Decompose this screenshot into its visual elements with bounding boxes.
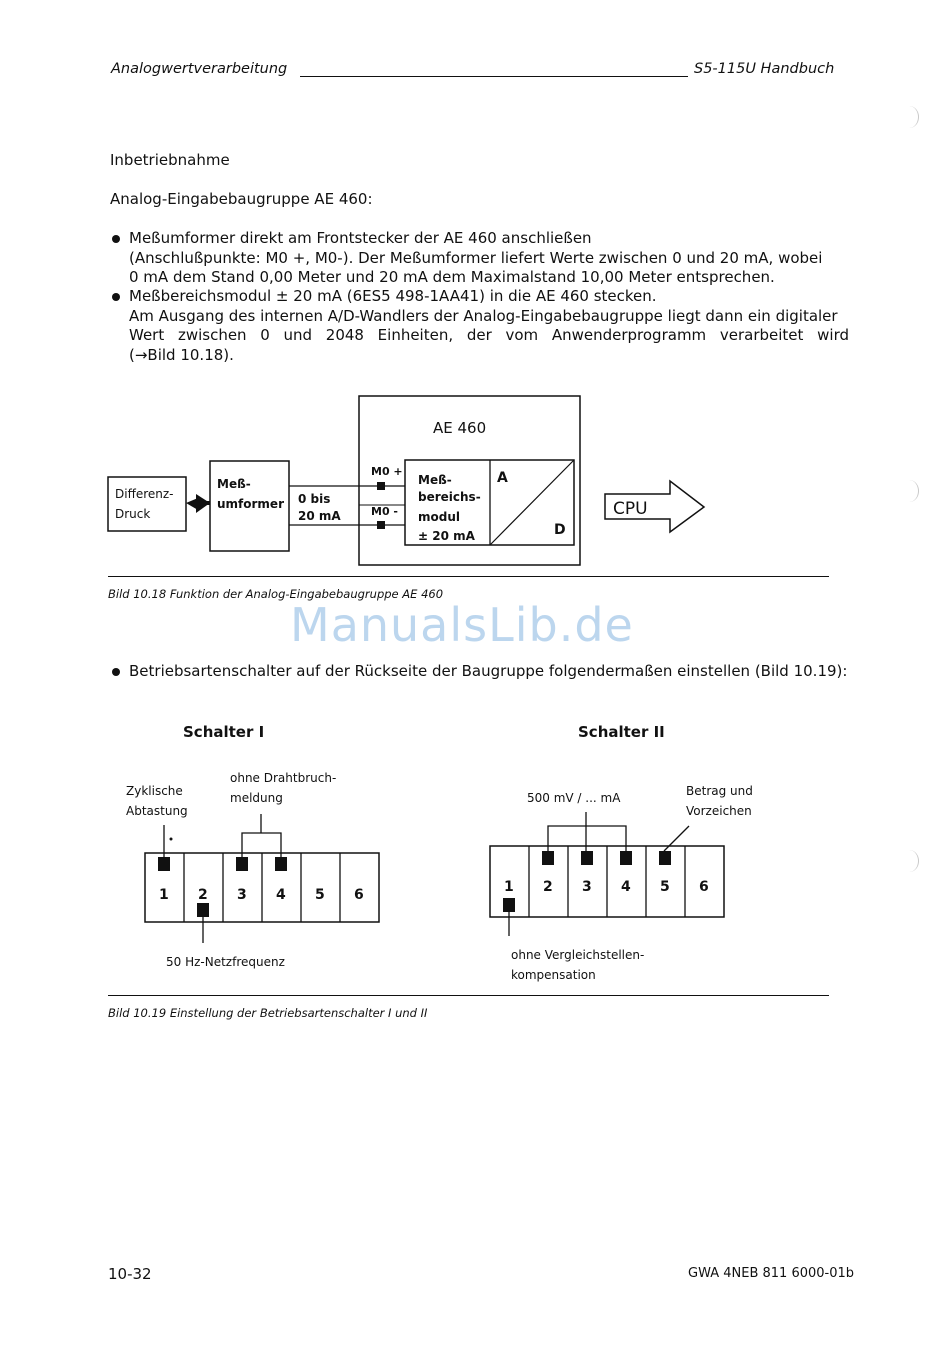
bullet-dot	[112, 293, 120, 301]
switch2-sign-label: Betrag und	[686, 784, 753, 798]
switch2-pos-2: 2	[543, 879, 553, 895]
figure-10-19: Schalter I Zyklische Abtastung ohne Drah…	[126, 723, 753, 982]
text-line: (Anschlußpunkte: M0 +, M0-). Der Meßumfo…	[129, 248, 823, 267]
switch1-wire-label: ohne Drahtbruch-	[230, 771, 336, 785]
figure-rule	[108, 576, 829, 577]
switch1-pos-2: 2	[198, 887, 208, 903]
switch2-knob-3	[581, 851, 593, 865]
ae460-box	[358, 395, 581, 566]
bullet-dot	[112, 668, 120, 676]
switch1-pos-6: 6	[354, 887, 364, 903]
module-label: modul	[418, 510, 460, 524]
leader-bracket	[241, 832, 282, 857]
switch2-title: Schalter II	[578, 723, 665, 741]
page-number: 10-32	[108, 1265, 152, 1283]
switch1-pos-4: 4	[276, 887, 286, 903]
bullet-2-text: Meßbereichsmodul ± 20 mA (6ES5 498-1AA41…	[129, 287, 849, 365]
switch2-comp-label: ohne Vergleichstellen-	[511, 948, 644, 962]
arrow-head-icon	[196, 494, 210, 513]
ae460-label: AE 460	[433, 419, 486, 437]
header-rule	[300, 76, 688, 77]
range-label: 0 bis	[298, 492, 330, 506]
bullet-1-text: Meßumformer direkt am Frontstecker der A…	[129, 229, 849, 288]
switch1-knob-4	[275, 857, 287, 871]
switch2-knob-4	[620, 851, 632, 865]
figure-caption: Bild 10.18 Funktion der Analog-Eingabeba…	[108, 587, 444, 601]
switch2-pos-3: 3	[582, 879, 592, 895]
switch2-range-label: 500 mV / ... mA	[527, 791, 621, 805]
header-left: Analogwertverarbeitung	[111, 61, 288, 77]
switch1-pos-5: 5	[315, 887, 325, 903]
bullet-dot	[112, 235, 120, 243]
transducer-label: umformer	[217, 497, 284, 511]
sensor-label: Differenz-	[115, 487, 174, 501]
switch2-pos-5: 5	[660, 879, 670, 895]
switch1-pos-1: 1	[159, 887, 169, 903]
converter-diagonal	[489, 459, 575, 546]
cpu-arrow-icon	[604, 479, 706, 534]
watermark: ManualsLib.de	[290, 598, 634, 652]
switch2-pos-4: 4	[621, 879, 631, 895]
switch1-title: Schalter I	[183, 723, 264, 741]
text-line: Meßbereichsmodul ± 20 mA (6ES5 498-1AA41…	[129, 287, 657, 305]
sensor-box	[107, 476, 187, 532]
text-line: Meßumformer direkt am Frontstecker der A…	[129, 229, 592, 247]
margin-mark	[900, 480, 919, 502]
switch1-wire-label: meldung	[230, 791, 283, 805]
module-label: Meß-	[418, 473, 452, 487]
switch2-pos-6: 6	[699, 879, 709, 895]
switch1-pos-3: 3	[237, 887, 247, 903]
switch1-knob-3	[236, 857, 248, 871]
document-code: GWA 4NEB 811 6000-01b	[688, 1266, 855, 1281]
figure-rule	[108, 995, 829, 996]
figure-caption: Bild 10.19 Einstellung der Betriebsarten…	[108, 1006, 428, 1020]
switch1-cyclic-label: Abtastung	[126, 804, 188, 818]
m0-minus-label: M0 -	[371, 505, 398, 518]
text-line: Am Ausgang des internen A/D-Wandlers der…	[129, 306, 838, 325]
module-label: bereichs-	[418, 490, 481, 504]
d-label: D	[554, 522, 566, 538]
switch2-knob-2	[542, 851, 554, 865]
bullet-3-text: Betriebsartenschalter auf der Rückseite …	[129, 662, 848, 680]
a-label: A	[497, 470, 508, 486]
sensor-label: Druck	[115, 507, 150, 521]
cpu-label: CPU	[613, 499, 648, 519]
switch1-cyclic-label: Zyklische	[126, 784, 183, 798]
leader-dot	[169, 837, 173, 841]
terminal-icon	[377, 521, 385, 529]
figure-10-18: AE 460 Differenz- Druck Meß- umformer 0 …	[107, 395, 706, 566]
transducer-box	[209, 460, 290, 552]
text-line: (→Bild 10.18).	[129, 345, 234, 364]
section-title: Inbetriebnahme	[110, 151, 230, 169]
switch2-sign-label: Vorzeichen	[686, 804, 752, 818]
margin-mark	[900, 106, 919, 128]
switch2-knob-1	[503, 898, 515, 912]
module-label: ± 20 mA	[418, 529, 476, 543]
switch1-freq-label: 50 Hz-Netzfrequenz	[166, 955, 285, 969]
leader-bracket	[547, 825, 627, 851]
terminal-icon	[377, 482, 385, 490]
switch2-knob-5	[659, 851, 671, 865]
header-right: S5-115U Handbuch	[694, 61, 835, 77]
text-line: Wert zwischen 0 und 2048 Einheiten, der …	[129, 326, 849, 344]
range-label: 20 mA	[298, 509, 341, 523]
text-line: 0 mA dem Stand 0,00 Meter und 20 mA dem …	[129, 268, 775, 286]
margin-mark	[900, 850, 919, 872]
switch1-knob-1	[158, 857, 170, 871]
switch2-pos-1: 1	[504, 879, 514, 895]
m0-plus-label: M0 +	[371, 465, 403, 478]
leader-line	[663, 825, 690, 852]
switch2-comp-label: kompensation	[511, 968, 596, 982]
section-subtitle: Analog-Eingabebaugruppe AE 460:	[110, 190, 373, 208]
switch1-knob-2	[197, 903, 209, 917]
transducer-label: Meß-	[217, 477, 251, 491]
